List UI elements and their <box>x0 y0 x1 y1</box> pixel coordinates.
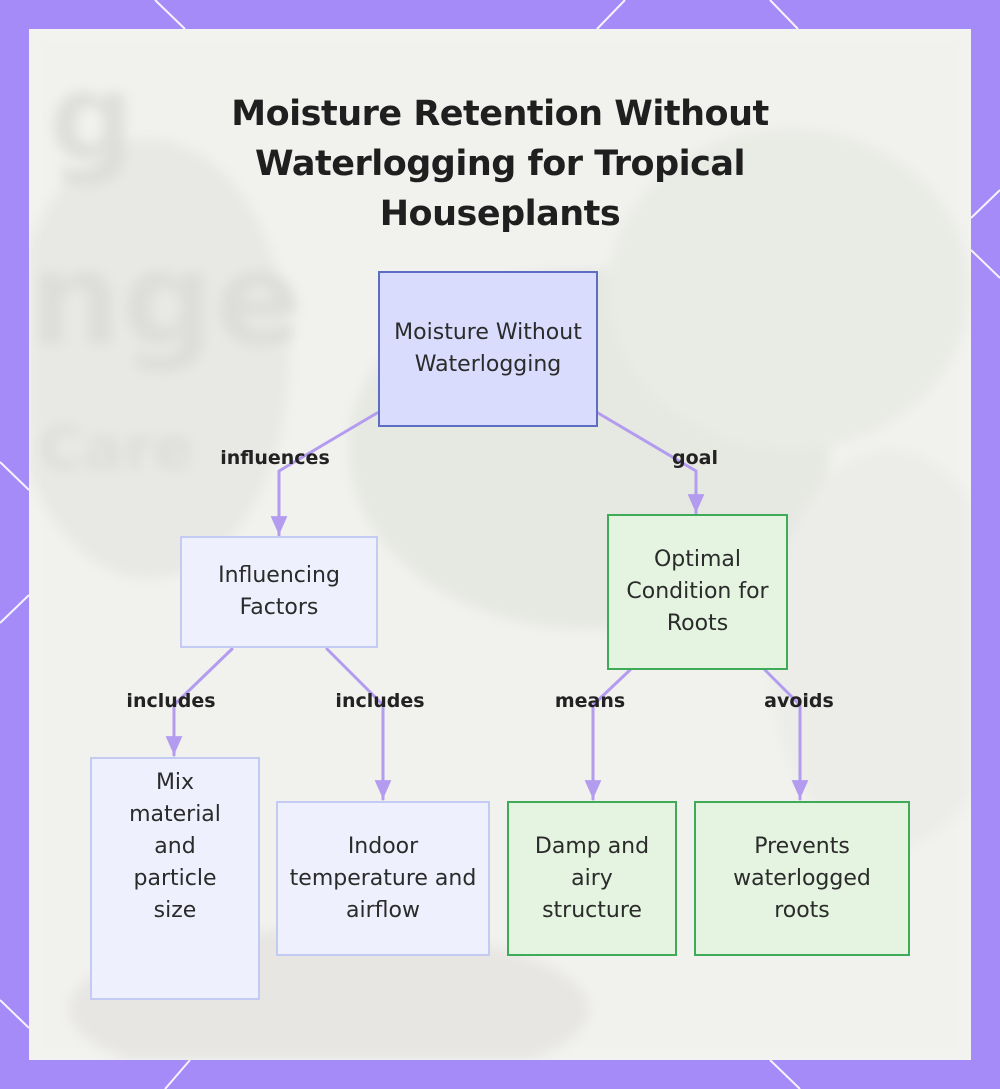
edge-influences <box>279 413 377 535</box>
node-mix-material: Mix material and particle size <box>90 757 260 1000</box>
edge-includes-indoor <box>327 649 383 799</box>
edge-label-includes-mix: includes <box>126 690 215 712</box>
edge-label-goal: goal <box>672 447 718 469</box>
edge-label-influences: influences <box>220 447 330 469</box>
diagram-panel: g nge Care Moisture Retention Without Wa… <box>29 29 971 1060</box>
node-indoor-temperature: Indoor temperature and airflow <box>276 801 490 956</box>
edge-label-means: means <box>555 690 625 712</box>
node-influencing-factors: Influencing Factors <box>180 536 378 648</box>
node-optimal-condition: Optimal Condition for Roots <box>607 514 788 670</box>
edge-label-avoids: avoids <box>764 690 834 712</box>
node-prevents-waterlogged: Prevents waterlogged roots <box>694 801 910 956</box>
node-damp-airy: Damp and airy structure <box>507 801 677 956</box>
edge-label-includes-indoor: includes <box>335 690 424 712</box>
node-root: Moisture Without Waterlogging <box>378 271 598 427</box>
